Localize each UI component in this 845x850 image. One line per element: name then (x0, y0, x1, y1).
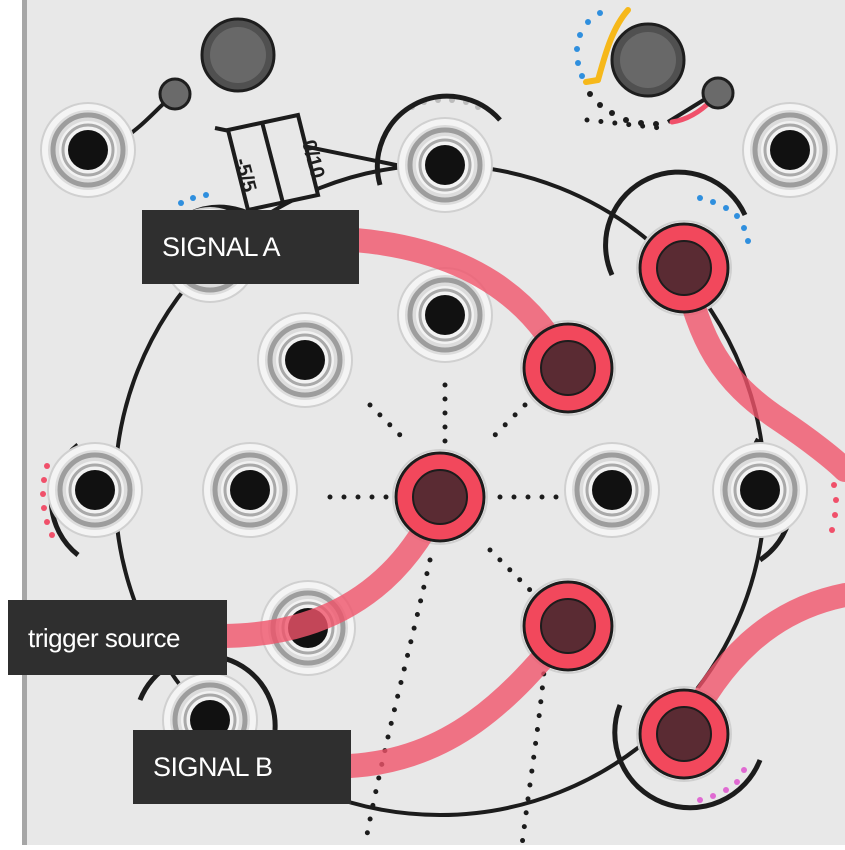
knob-large-right[interactable] (610, 22, 686, 98)
plug-center[interactable] (394, 451, 486, 543)
panel-left-edge (22, 0, 27, 845)
jack-right[interactable] (712, 442, 808, 538)
plug-inner-lower-right[interactable] (522, 580, 614, 672)
jack-left[interactable] (47, 442, 143, 538)
jack-upper-center[interactable] (397, 267, 493, 363)
yellow-level-arc (595, 7, 631, 83)
cable-right-top (672, 258, 845, 482)
dotted-links (327, 117, 663, 848)
cable-label-signal-a: SIGNAL A (142, 210, 359, 284)
jack-top-left[interactable] (40, 102, 136, 198)
trim-knob-right[interactable] (701, 76, 735, 110)
jack-top-center[interactable] (397, 117, 493, 213)
plug-inner-upper-right[interactable] (522, 322, 614, 414)
range-switch[interactable]: 0/10 -5/5 (225, 112, 328, 213)
jack-top-right[interactable] (742, 102, 838, 198)
jack-inner-right[interactable] (564, 442, 660, 538)
knob-large-left[interactable] (200, 17, 276, 93)
jack-inner-upper-left[interactable] (257, 312, 353, 408)
jack-inner-left[interactable] (202, 442, 298, 538)
cable-trigger-source (213, 488, 452, 648)
plug-upper-right[interactable] (638, 222, 730, 314)
plug-lower-right[interactable] (638, 688, 730, 780)
cable-label-trigger-source: trigger source (8, 600, 227, 675)
cable-label-signal-b: SIGNAL B (133, 730, 351, 804)
trim-knob-left[interactable] (158, 77, 192, 111)
